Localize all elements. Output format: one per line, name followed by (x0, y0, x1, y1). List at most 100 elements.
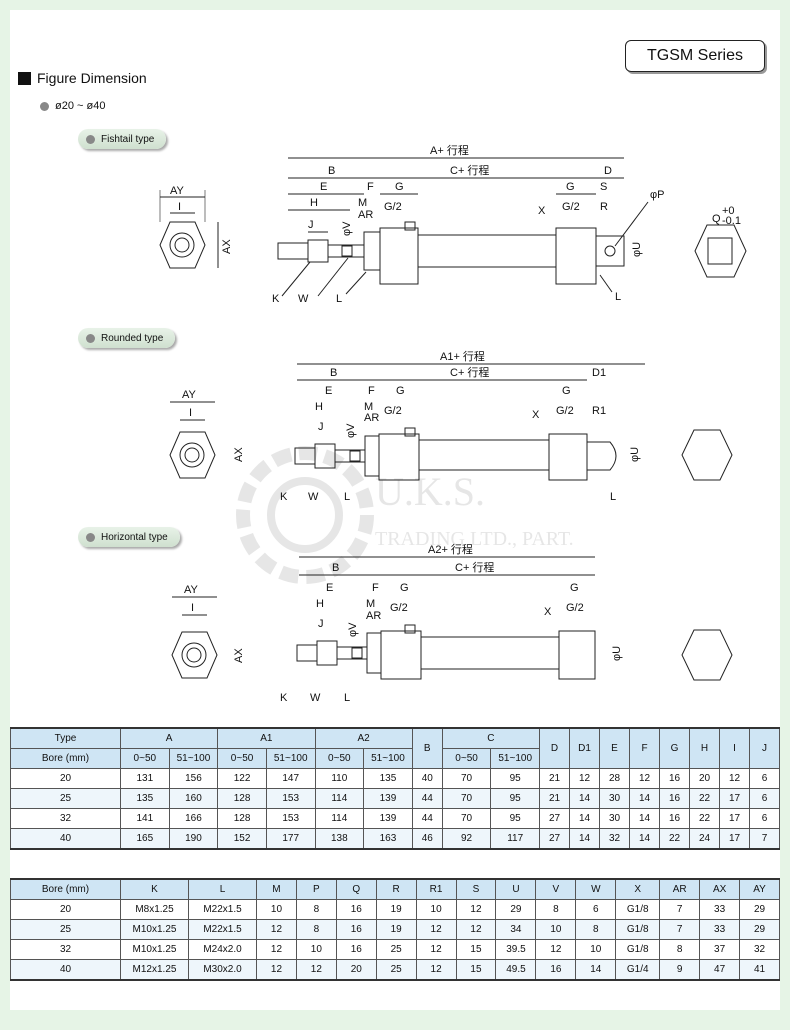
mounting-nut (363, 231, 381, 271)
table-cell: 92 (441, 828, 492, 850)
table-cell: 12 (629, 768, 660, 789)
fishtail-clevis (595, 235, 625, 267)
table1-group-A: A (119, 727, 219, 749)
table-cell: 44 (411, 788, 443, 809)
end-view-hex (159, 221, 206, 269)
type-label-horizontal: Horizontal type (78, 527, 180, 547)
dim-X: X (544, 606, 552, 618)
table1-group-F: F (629, 727, 660, 769)
horizontal-drawing: AY I AX A2+ 行程 B C+ 行程 E F G G H M AR G/… (171, 543, 733, 704)
table2-column-header: AY (739, 878, 780, 900)
table-cell: M12x1.25 (120, 959, 189, 981)
table-cell: 10 (575, 939, 617, 960)
table-cell: G1/8 (615, 919, 661, 940)
table1-group-H: H (689, 727, 720, 769)
rear-end-view-hex (694, 224, 747, 278)
type-label-fishtail: Fishtail type (78, 129, 167, 149)
end-view-hex (169, 431, 216, 479)
dim-AX: AX (233, 648, 245, 663)
dim-L: L (344, 692, 350, 704)
table-cell: 21 (539, 768, 570, 789)
table2-column-header: R (375, 878, 417, 900)
section-heading: Figure Dimension (18, 70, 147, 86)
table-cell: 12 (535, 939, 577, 960)
dim-L: L (336, 293, 342, 305)
dim-G-rear: G (562, 385, 571, 397)
datasheet-page: TGSM Series Figure Dimension ø20 ~ ø40 F… (10, 10, 780, 1010)
table1-group-I: I (719, 727, 750, 769)
table-cell: 14 (629, 808, 660, 829)
dim-J: J (318, 618, 324, 630)
dim-W: W (310, 692, 321, 704)
table-cell: 16 (659, 768, 690, 789)
dim-C: C+ 行程 (450, 164, 489, 177)
dim-V: φV (345, 423, 357, 438)
table-cell: M10x1.25 (120, 919, 189, 940)
end-view-rod (174, 237, 190, 253)
table-cell: 70 (441, 808, 492, 829)
table-cell: 29 (739, 899, 780, 920)
rear-end-view-hex (681, 629, 733, 681)
dim-E: E (320, 181, 327, 193)
table-cell: 128 (217, 788, 267, 809)
table1-group-G: G (659, 727, 690, 769)
table-cell: 46 (411, 828, 443, 850)
table-cell: 8 (295, 919, 337, 940)
pin-hole (604, 245, 616, 257)
square-bullet-icon (18, 71, 31, 85)
dim-C: C+ 行程 (450, 366, 489, 379)
table2-column-header: P (295, 878, 337, 900)
table1-group-A1: A1 (217, 727, 316, 749)
end-view-hex (171, 631, 218, 679)
dimension-table-1: Type A A1 A2 B C D D1 E F G H I J Bore (… (10, 727, 780, 850)
table-cell: 17 (719, 788, 750, 809)
dim-C: C+ 行程 (455, 561, 494, 574)
table-cell: 153 (265, 808, 316, 829)
dot-bullet-icon (86, 134, 95, 144)
table-cell: 14 (569, 828, 600, 850)
table-cell: 16 (335, 919, 377, 940)
dim-G2-rear: G/2 (566, 602, 584, 614)
dim-Q-tol-dn: -0.1 (722, 215, 741, 227)
table2-column-header: Q (335, 878, 377, 900)
dim-U: φU (631, 242, 643, 257)
table-cell: 110 (314, 768, 365, 789)
table-cell: 141 (120, 808, 170, 829)
dim-G2-rear: G/2 (556, 405, 574, 417)
dim-L-rear: L (615, 291, 621, 303)
table2-column-header: V (535, 878, 577, 900)
table-cell: 156 (168, 768, 219, 789)
table1-group-A2: A2 (314, 727, 413, 749)
table1-type-header: Type (10, 727, 121, 749)
table-cell: 15 (455, 939, 497, 960)
table1-group-D: D (539, 727, 570, 769)
dim-Q-tol-up: +0 (722, 205, 735, 217)
bore-cell: 20 (10, 899, 121, 920)
dim-U: φU (629, 447, 641, 462)
table2-column-header: W (575, 878, 617, 900)
table-cell: 20 (689, 768, 720, 789)
table-cell: 7 (659, 899, 701, 920)
bore-cell: 40 (10, 959, 121, 981)
table1-group-B: B (411, 727, 443, 769)
table-cell: 16 (659, 808, 690, 829)
table-cell: 8 (659, 939, 701, 960)
dim-B: B (332, 562, 339, 574)
table-cell: 27 (539, 808, 570, 829)
dim-W: W (298, 293, 309, 305)
dim-K: K (280, 491, 288, 503)
cylinder-tube (420, 636, 560, 670)
table-cell: 34 (495, 919, 537, 940)
range-header: 51~100 (490, 748, 540, 769)
section-title: Figure Dimension (37, 70, 147, 86)
dim-M: M (358, 197, 367, 209)
type-label-text: Horizontal type (101, 531, 168, 543)
dim-Q: Q (712, 213, 721, 225)
front-cover (379, 227, 419, 285)
front-cover (380, 630, 422, 680)
table-cell: 70 (441, 788, 492, 809)
table-cell: 114 (314, 808, 365, 829)
